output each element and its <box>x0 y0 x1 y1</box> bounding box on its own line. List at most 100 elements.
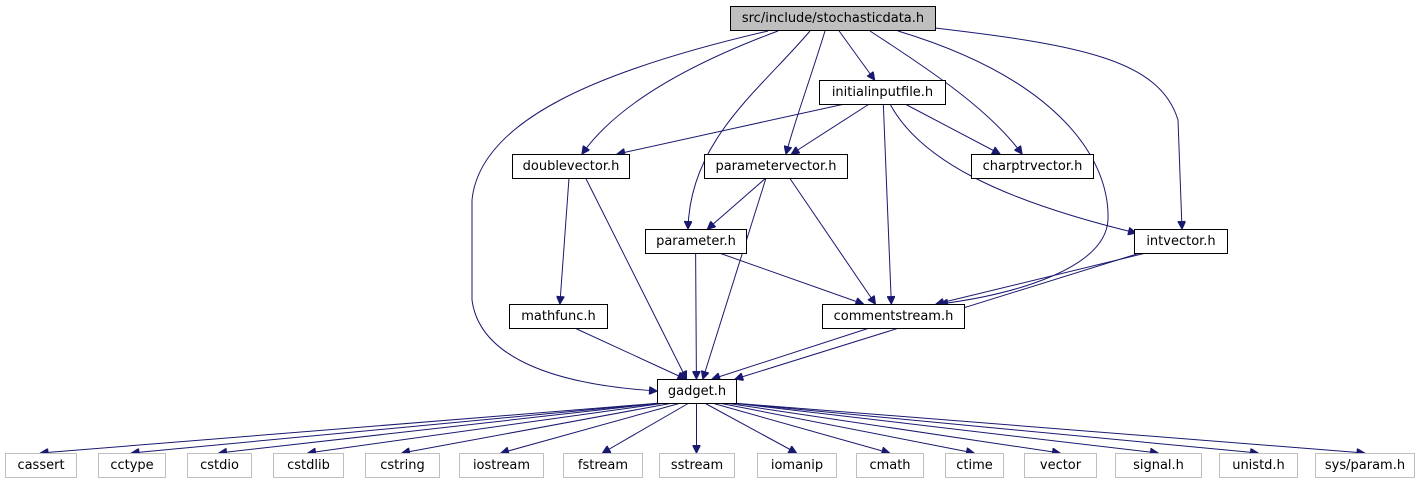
edge-gadget-to-iostream <box>501 402 681 453</box>
node-label: gadget.h <box>668 384 726 399</box>
edge-parametervector-to-commentstream <box>789 177 876 304</box>
node-box <box>459 453 544 478</box>
node-fstream: fstream <box>563 453 643 478</box>
node-box <box>563 453 643 478</box>
node-cstring: cstring <box>365 453 440 478</box>
edge-gadget-to-unistd <box>731 402 1258 453</box>
node-vector: vector <box>1024 453 1097 478</box>
edge-gadget-to-cctype <box>132 402 662 453</box>
edge-stochasticdata-to-doublevector <box>582 30 779 154</box>
edge-parametervector-to-parameter <box>708 177 767 229</box>
node-label: iomanip <box>771 458 823 473</box>
node-ctime: ctime <box>945 453 1004 478</box>
node-doublevector[interactable]: doublevector.h <box>512 154 630 179</box>
node-mathfunc[interactable]: mathfunc.h <box>509 304 608 329</box>
edge-gadget-to-signal <box>731 402 1158 453</box>
node-label: sys/param.h <box>1325 458 1405 473</box>
node-label: src/include/stochasticdata.h <box>742 11 924 26</box>
node-label: parameter.h <box>656 234 736 249</box>
node-cstdio: cstdio <box>187 453 252 478</box>
node-box <box>645 229 747 254</box>
node-box <box>971 154 1094 179</box>
node-parametervector[interactable]: parametervector.h <box>704 154 848 179</box>
node-box <box>856 453 924 478</box>
edge-stochasticdata-to-initialinputfile <box>838 29 874 80</box>
node-box <box>187 453 252 478</box>
node-label: cstdlib <box>287 458 330 473</box>
edge-gadget-to-iomanip <box>704 402 797 453</box>
edge-stochasticdata-to-commentstream <box>897 30 1109 304</box>
node-label: cmath <box>869 458 910 473</box>
edge-stochasticdata-to-gadget <box>471 30 769 391</box>
node-label: initialinputfile.h <box>832 85 933 100</box>
node-cassert: cassert <box>5 453 77 478</box>
node-cctype: cctype <box>98 453 166 478</box>
node-box <box>822 304 965 329</box>
node-label: vector <box>1040 458 1082 473</box>
file-nodes: src/include/stochasticdata.h initialinput… <box>5 6 1415 478</box>
node-label: charptrvector.h <box>983 159 1083 174</box>
node-box <box>819 80 946 105</box>
node-box <box>273 453 344 478</box>
node-label: mathfunc.h <box>521 309 596 324</box>
node-sstream: sstream <box>659 453 735 478</box>
node-label: sstream <box>671 458 723 473</box>
node-sysparam: sys/param.h <box>1315 453 1415 478</box>
edge-doublevector-to-gadget <box>585 177 687 379</box>
edge-stochasticdata-to-parameter <box>688 30 811 229</box>
node-iostream: iostream <box>459 453 544 478</box>
edge-initialinputfile-to-parametervector <box>791 103 870 154</box>
node-box <box>1024 453 1097 478</box>
node-initialinputfile[interactable]: initialinputfile.h <box>819 80 946 105</box>
node-box <box>730 6 936 31</box>
node-box <box>365 453 440 478</box>
node-box <box>512 154 630 179</box>
node-label: cstring <box>380 458 424 473</box>
edge-stochasticdata-to-parametervector <box>786 30 826 154</box>
node-box <box>1315 453 1415 478</box>
edge-initialinputfile-to-charptrvector <box>904 103 1000 154</box>
edge-gadget-to-cstdio <box>219 402 662 453</box>
edge-gadget-to-sysparam <box>731 402 1365 453</box>
node-unistd: unistd.h <box>1219 453 1298 478</box>
node-charptrvector[interactable]: charptrvector.h <box>971 154 1094 179</box>
node-box <box>945 453 1004 478</box>
edge-gadget-to-cstring <box>402 402 674 453</box>
node-commentstream[interactable]: commentstream.h <box>822 304 965 329</box>
node-box <box>1134 229 1228 254</box>
node-label: unistd.h <box>1232 458 1285 473</box>
node-parameter[interactable]: parameter.h <box>645 229 747 254</box>
node-iomanip: iomanip <box>757 453 837 478</box>
edge-parametervector-to-gadget <box>703 177 767 379</box>
node-label: parametervector.h <box>715 159 836 174</box>
edge-gadget-to-cassert <box>41 402 662 453</box>
node-label: cctype <box>110 458 153 473</box>
node-cmath: cmath <box>856 453 924 478</box>
node-box <box>509 304 608 329</box>
node-box <box>757 453 837 478</box>
node-label: iostream <box>473 458 530 473</box>
edge-parameter-to-gadget <box>696 252 697 379</box>
node-label: cassert <box>17 458 64 473</box>
edge-commentstream-to-gadget <box>712 327 870 379</box>
node-stochasticdata[interactable]: src/include/stochasticdata.h <box>730 6 936 31</box>
node-intvector[interactable]: intvector.h <box>1134 229 1228 254</box>
edge-gadget-to-cmath <box>711 402 890 453</box>
edge-stochasticdata-to-intvector <box>934 27 1182 229</box>
edge-gadget-to-cstdlib <box>308 402 666 453</box>
node-box <box>704 154 848 179</box>
node-box <box>5 453 77 478</box>
node-gadget[interactable]: gadget.h <box>657 379 737 404</box>
node-box <box>659 453 735 478</box>
node-signal: signal.h <box>1115 453 1202 478</box>
node-box <box>98 453 166 478</box>
node-label: ctime <box>956 458 993 473</box>
edge-mathfunc-to-gadget <box>574 327 686 379</box>
edge-initialinputfile-to-commentstream <box>882 103 891 304</box>
edge-gadget-to-fstream <box>603 402 690 453</box>
edge-stochasticdata-to-charptrvector <box>869 30 1022 154</box>
node-label: intvector.h <box>1146 234 1215 249</box>
node-box <box>657 379 737 404</box>
node-box <box>1219 453 1298 478</box>
